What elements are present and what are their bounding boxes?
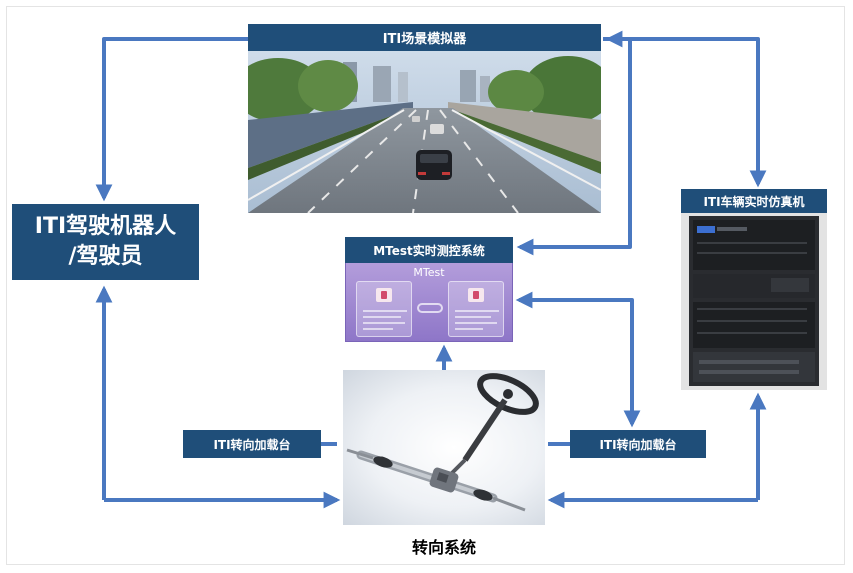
mtest-system-label: MTest实时测控系统: [345, 237, 513, 263]
arrow-scene-to-driver: [95, 37, 248, 202]
mtest-screen: MTest: [345, 262, 513, 342]
mtest-right-card: [448, 281, 504, 337]
steering-system-caption: 转向系统: [411, 538, 476, 557]
left-load-stand-label: ITI转向加载台: [183, 430, 321, 458]
driver-robot-label-line1: ITI驾驶机器人: [34, 214, 177, 239]
card-line: [455, 316, 491, 318]
server-rack-image: [681, 212, 827, 390]
driver-robot-label-line2: /驾驶员: [68, 244, 143, 269]
card-line: [363, 322, 405, 324]
road-scene-drawing: [248, 50, 601, 213]
vehicle-simulator-label: ITI车辆实时仿真机: [681, 189, 827, 213]
card-line: [363, 310, 407, 312]
steering-column-image: [343, 370, 545, 525]
right-load-stand-label: ITI转向加载台: [570, 430, 706, 458]
arrow-to-mtest: [516, 39, 632, 256]
card-line: [455, 310, 499, 312]
arrow-load-to-mtest: [515, 291, 634, 416]
app-icon: [468, 288, 484, 302]
steering-column-drawing: [346, 373, 539, 512]
scene-simulator-label: ITI场景模拟器: [248, 24, 601, 51]
card-line: [455, 328, 483, 330]
arrow-to-vehicle-sim: [603, 37, 767, 188]
road-scene-image: [248, 50, 601, 213]
driver-robot-label: ITI驾驶机器人 /驾驶员: [12, 204, 199, 280]
mtest-screen-title: MTest: [413, 266, 445, 279]
server-rack-drawing: [681, 212, 827, 390]
card-line: [455, 322, 497, 324]
link-icon: [417, 303, 443, 313]
diagram-frame: [6, 6, 845, 565]
mtest-left-card: [356, 281, 412, 337]
card-line: [363, 316, 401, 318]
app-icon: [376, 288, 392, 302]
card-line: [363, 328, 393, 330]
